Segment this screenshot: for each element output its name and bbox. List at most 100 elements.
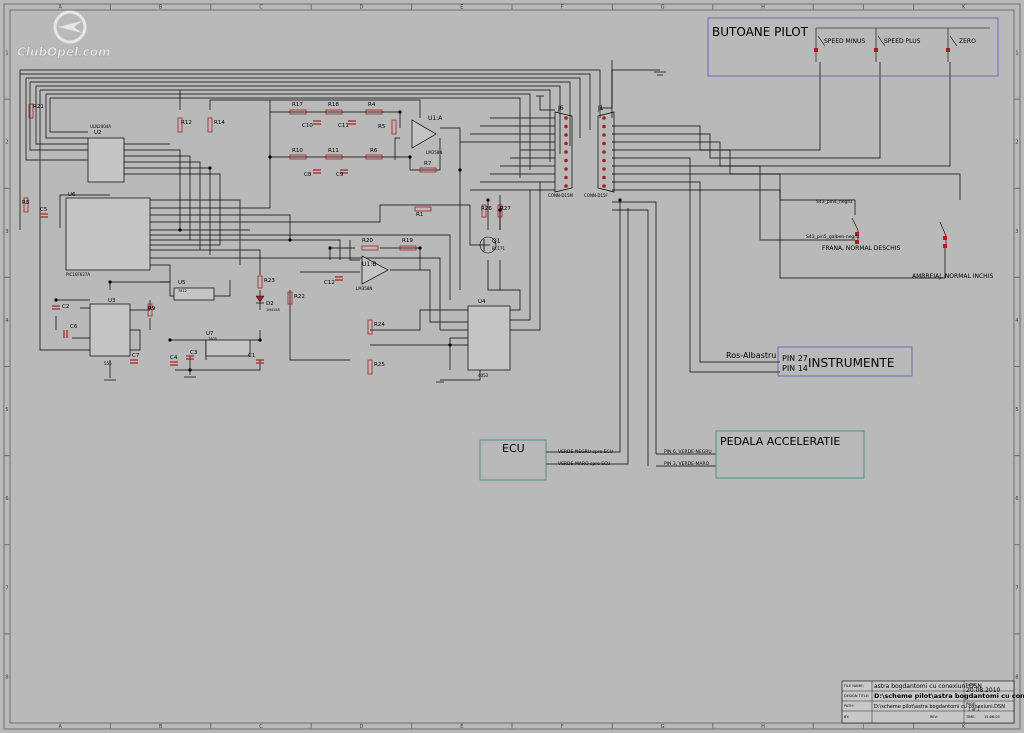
column-label: J (862, 724, 864, 730)
row-label: 3 (1015, 229, 1018, 235)
connector-pin (602, 158, 606, 163)
j6-part: CONN-D15M (548, 193, 574, 198)
column-label: H (761, 5, 765, 11)
design-title-value: D:\scheme pilot\astra bogdantomi cu cone… (874, 692, 1024, 700)
c6-ref: C6 (70, 324, 78, 330)
row-label: 5 (5, 407, 8, 413)
zero-label: ZERO (959, 38, 976, 45)
c2-ref: C2 (62, 304, 69, 310)
pin3-label: PIN 3, VERDE-MARO (664, 461, 710, 467)
clubopel-logo: ClubOpel.com (17, 10, 111, 59)
column-label: A (58, 5, 62, 11)
frana-ambreiaj-switches: S43_pin4_negru S43_pin5_galben-negru FRA… (806, 199, 993, 280)
ic-u3: U3 555 (89, 298, 131, 366)
r23-ref: R23 (264, 278, 275, 284)
r1-ref: R1 (416, 212, 423, 218)
connector-pin (564, 158, 568, 163)
column-label: E (460, 724, 463, 730)
u7-ref: U7 (206, 331, 214, 337)
s43-pin5-label: S43_pin5_galben-negru (806, 234, 859, 240)
page-label: PAGE: (966, 702, 976, 706)
connector-pin (564, 116, 568, 120)
column-label: K (962, 5, 966, 11)
capacitors (40, 120, 356, 366)
file-name-label: FILE NAME: (844, 684, 864, 688)
column-label: A (58, 724, 62, 730)
r9-ref: R9 (148, 306, 156, 312)
wires (19, 60, 961, 467)
column-label: D (359, 724, 363, 730)
d2-part: 1N4148 (266, 308, 280, 312)
c1-ref: C1 (248, 353, 255, 359)
logo-text: ClubOpel.com (17, 45, 111, 59)
r25-ref: R25 (374, 362, 385, 368)
row-label: 4 (1015, 318, 1018, 324)
r14-ref: R14 (214, 120, 225, 126)
c8-ref: C8 (304, 172, 312, 178)
column-label: C (259, 5, 263, 11)
connector-pin (564, 141, 568, 146)
ic-u4: U4 4053 (467, 299, 511, 378)
c9-ref: C9 (336, 172, 344, 178)
c11-ref: C11 (338, 123, 349, 129)
u1a-ref: U1:A (428, 115, 443, 122)
connector-pin (564, 184, 568, 188)
connector-pin (602, 175, 606, 180)
r18-ref: R18 (328, 102, 339, 108)
pin6-label: PIN 6, VERDE-NEGRU (664, 449, 712, 455)
time-label: TIME: (965, 715, 976, 719)
time-value: 15:06:05 (984, 715, 1000, 719)
u1a-part: LM358N (426, 150, 442, 155)
r4-ref: R4 (368, 102, 376, 108)
column-label: K (962, 724, 966, 730)
row-label: 1 (5, 51, 8, 57)
u2-ref: U2 (94, 130, 102, 136)
ambreiaj-label: AMBREIAJ, NORMAL INCHIS (912, 273, 993, 280)
verde-maro-ecu-label: VERDE-MARO spre ECU (558, 461, 610, 467)
u3-ref: U3 (108, 298, 116, 304)
j1-ref: J1 (597, 105, 604, 112)
connector-pin (602, 141, 606, 146)
pin14-label: PIN 14 (782, 364, 808, 373)
column-label: B (159, 724, 163, 730)
opamp-u1b: U1:B LM358N (356, 255, 389, 291)
date-label: DATE: (966, 683, 976, 687)
r17-ref: R17 (292, 102, 303, 108)
u1b-part: LM358N (356, 286, 372, 291)
r26-ref: R26 (481, 206, 492, 212)
resistors-vertical (23, 103, 503, 375)
u5-part: 7812 (178, 289, 187, 293)
row-label: 8 (5, 674, 8, 680)
r19-ref: R19 (402, 238, 413, 244)
connector-j6: J6 CONN-D15M (548, 105, 574, 198)
design-title-label: DESIGN TITLE: (844, 694, 869, 698)
column-label: J (862, 5, 864, 11)
title-block: FILE NAME: astra bogdantomi cu conexiuni… (841, 680, 1024, 724)
diode-d2: D2 1N4148 (255, 295, 280, 312)
r11-ref: R11 (328, 148, 339, 154)
ic-u6: U6 PIC16F627A (65, 192, 151, 277)
r24-ref: R24 (374, 322, 385, 328)
column-label: F (561, 5, 564, 11)
u2-part: ULN2004A (90, 124, 111, 129)
date-value: 20.08.2010 (966, 687, 1001, 694)
r8-ref: R8 (22, 200, 30, 206)
row-label: 7 (5, 585, 8, 591)
instrumente-title: INSTRUMENTE (808, 356, 894, 370)
butoane-pilot-block: BUTOANE PILOT SPEED MINUS SPEED PLUS ZER… (707, 17, 999, 77)
page-value: 1 of 1 (968, 707, 980, 712)
c12-ref: C12 (324, 280, 335, 286)
row-label: 2 (1015, 140, 1018, 146)
u1b-ref: U1:B (362, 261, 376, 268)
file-name-value: astra bogdantomi cu conexiuni.DSN (874, 683, 982, 690)
connector-pin (564, 175, 568, 180)
u6-part: PIC16F627A (66, 272, 90, 277)
connector-pin (602, 184, 606, 188)
connector-j1: J1 CONN-D15F (584, 105, 615, 198)
r22-ref: R22 (294, 294, 305, 300)
pedala-block: PEDALA ACCELERATIE PIN 6, VERDE-NEGRU PI… (664, 430, 865, 479)
rev-label: REV: (930, 715, 938, 719)
u4-ref: U4 (478, 299, 486, 305)
junction-dots (54, 110, 622, 372)
